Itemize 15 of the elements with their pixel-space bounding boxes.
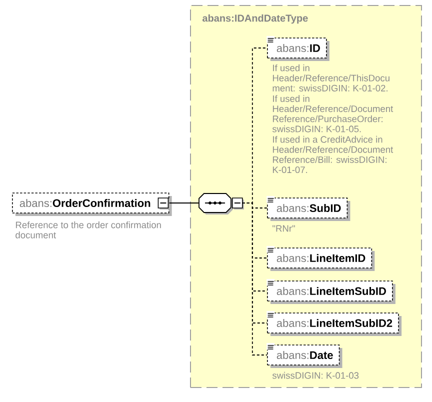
connector-line <box>242 202 268 356</box>
connector-line <box>168 202 200 204</box>
description-text: Reference to the order confirmation document <box>16 221 161 238</box>
element-box: abans:LineItemID <box>267 248 375 271</box>
element-box: abans:ID <box>267 38 330 61</box>
element-box: abans:LineItemSubID <box>267 280 396 304</box>
element-box: abans:OrderConfirmation <box>12 192 172 216</box>
description-text: If used in Header/Reference/Document Reference/PurchaseOrder: swissDIGIN: K-01-05. <box>272 95 394 132</box>
description-text: "RNr" <box>272 225 295 232</box>
description-text: swissDIGIN: K-01-03 <box>272 372 359 379</box>
element-box: abans:SubID <box>267 198 350 221</box>
description-text: If used in Header/Reference/ThisDocu ment: swissDIGIN: K-01-02. <box>272 64 390 92</box>
element-box: abans:Date <box>267 344 342 368</box>
description-text: If used in a CreditAdvice in Header/Reference/Document Reference/Bill: swissDIGIN: K-01-07. <box>272 136 394 174</box>
element-box: abans:LineItemSubID2 <box>267 312 402 336</box>
